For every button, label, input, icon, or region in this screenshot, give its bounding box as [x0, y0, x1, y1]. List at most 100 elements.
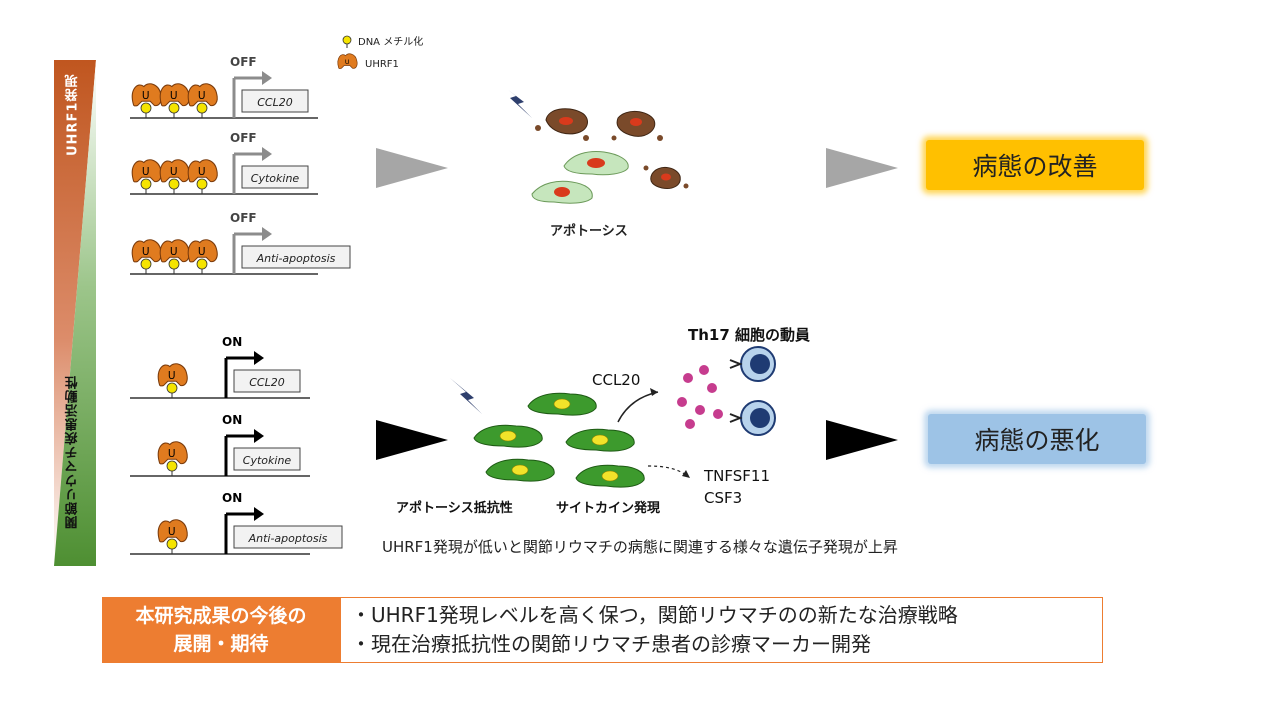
fibroblast-cell-icon	[473, 424, 543, 448]
gene-box	[233, 447, 301, 471]
footer-bullet-2: ・現在治療抵抗性の関節リウマチ患者の診療マーカー開発	[351, 632, 871, 656]
gene-box	[233, 369, 301, 393]
svg-text:U: U	[170, 166, 178, 178]
chemokine-dots	[677, 365, 723, 429]
top-gene-row: U U U OFF CCL20	[130, 55, 318, 119]
footer-label-line2: 展開・期待	[173, 633, 269, 655]
top-gene-row: U U U OFF Cytokine	[130, 131, 318, 195]
bottom-arrow-2	[826, 420, 898, 460]
apoptosis-label: アポトーシス	[550, 223, 628, 239]
gene-name-label: CCL20	[257, 96, 293, 109]
gene-state-label: ON	[222, 491, 242, 505]
th17-label: Th17 細胞の動員	[688, 326, 810, 344]
fibroblast-cell-icon	[575, 464, 645, 488]
gene-name-label: Cytokine	[251, 172, 300, 185]
gene-name-label: Anti-apoptosis	[256, 252, 336, 265]
top-arrow-1	[376, 148, 448, 188]
methylation-dot-icon	[140, 102, 152, 114]
gene-state-label: OFF	[230, 211, 257, 225]
ccl20-arrow	[617, 391, 659, 423]
th17-cell-icon-2	[729, 400, 776, 436]
methylation-dot-icon	[196, 102, 208, 114]
ra-activity-wedge	[54, 60, 96, 566]
th17-cell-icon	[729, 346, 776, 382]
promoter-arrow-icon	[262, 71, 272, 85]
svg-text:U: U	[198, 90, 206, 102]
figure-caption: UHRF1発現が低いと関節リウマチの病態に関連する様々な遺伝子発現が上昇	[382, 538, 898, 556]
svg-text:U: U	[142, 90, 150, 102]
csf3-label: CSF3	[704, 489, 742, 507]
gene-name-label: Cytokine	[243, 454, 292, 467]
gene-name-label: CCL20	[249, 376, 285, 389]
methylation-dot-icon	[166, 382, 178, 394]
bottom-arrow-1	[376, 420, 448, 460]
outcome-improve-box: 病態の改善	[926, 140, 1144, 190]
footer-label-line1: 本研究成果の今後の	[135, 605, 307, 627]
uhrf1-protein-icon: U	[131, 83, 162, 107]
gene-box	[241, 89, 309, 113]
methylation-dot-icon	[168, 178, 180, 190]
legend-methylation-label: DNA メチル化	[358, 35, 423, 48]
promoter-arrow-icon	[254, 507, 264, 521]
uhrf1-protein-icon: U	[131, 159, 162, 183]
uhrf1-protein-icon: U	[187, 83, 218, 107]
uhrf1-protein-icon: U	[159, 239, 190, 263]
methylation-dot-icon	[342, 35, 352, 45]
svg-text:U: U	[142, 246, 150, 258]
future-prospects-label: 本研究成果の今後の 展開・期待	[102, 597, 340, 663]
gene-box	[241, 245, 351, 269]
gene-name-label: Anti-apoptosis	[248, 532, 328, 545]
tnfsf11-label: TNFSF11	[703, 467, 770, 485]
bottom-lightning-icon	[450, 378, 482, 414]
uhrf1-protein-icon: U	[131, 239, 162, 263]
svg-text:U: U	[170, 246, 178, 258]
ccl20-label: CCL20	[592, 371, 640, 389]
footer-bullet-1: ・UHRF1発現レベルを高く保つ，関節リウマチのの新たな治療戦略	[351, 603, 958, 627]
fibroblast-cell-icon	[527, 392, 597, 416]
methylation-dot-icon	[196, 258, 208, 270]
promoter-arrow-icon	[262, 227, 272, 241]
svg-text:U: U	[198, 246, 206, 258]
ra-disease-activity-label: 関節リウマチ疾患活動性	[65, 375, 81, 530]
svg-text:U: U	[198, 166, 206, 178]
uhrf1-protein-icon: U	[187, 159, 218, 183]
methylation-dot-icon	[196, 178, 208, 190]
uhrf1-protein-icon: U	[337, 53, 358, 69]
svg-text:U: U	[168, 370, 176, 382]
resistant-cells	[473, 392, 645, 488]
top-arrow-2	[826, 148, 898, 188]
uhrf1-protein-icon: U	[157, 363, 188, 387]
legend: DNA メチル化 U UHRF1	[337, 35, 423, 70]
methylation-dot-icon	[166, 538, 178, 550]
gene-state-label: OFF	[230, 55, 257, 69]
bottom-gene-row: U ON CCL20	[130, 335, 310, 399]
uhrf1-protein-icon: U	[157, 519, 188, 543]
methylation-dot-icon	[168, 258, 180, 270]
svg-text:U: U	[142, 166, 150, 178]
uhrf1-protein-icon: U	[187, 239, 218, 263]
svg-text:U: U	[168, 526, 176, 538]
promoter-arrow-icon	[254, 429, 264, 443]
uhrf1-protein-icon: U	[159, 83, 190, 107]
fibroblast-cell-icon	[485, 458, 555, 482]
svg-text:U: U	[170, 90, 178, 102]
gene-state-label: ON	[222, 335, 242, 349]
cytokine-expression-label: サイトカイン発現	[556, 500, 660, 516]
top-lightning-icon	[498, 82, 532, 118]
tnfsf11-arrow	[647, 465, 689, 477]
future-prospects-content: ・UHRF1発現レベルを高く保つ，関節リウマチのの新たな治療戦略 ・現在治療抵抗…	[340, 597, 1103, 663]
promoter-arrow-icon	[262, 147, 272, 161]
gene-state-label: OFF	[230, 131, 257, 145]
svg-text:U: U	[168, 448, 176, 460]
gene-box	[241, 165, 309, 189]
top-gene-row: U U U OFF Anti-apoptosis	[130, 211, 351, 275]
svg-text:U: U	[345, 59, 350, 66]
methylation-dot-icon	[140, 258, 152, 270]
methylation-dot-icon	[166, 460, 178, 472]
gene-box	[233, 525, 343, 549]
legend-uhrf1-label: UHRF1	[365, 59, 399, 70]
apoptotic-cells	[531, 108, 689, 204]
